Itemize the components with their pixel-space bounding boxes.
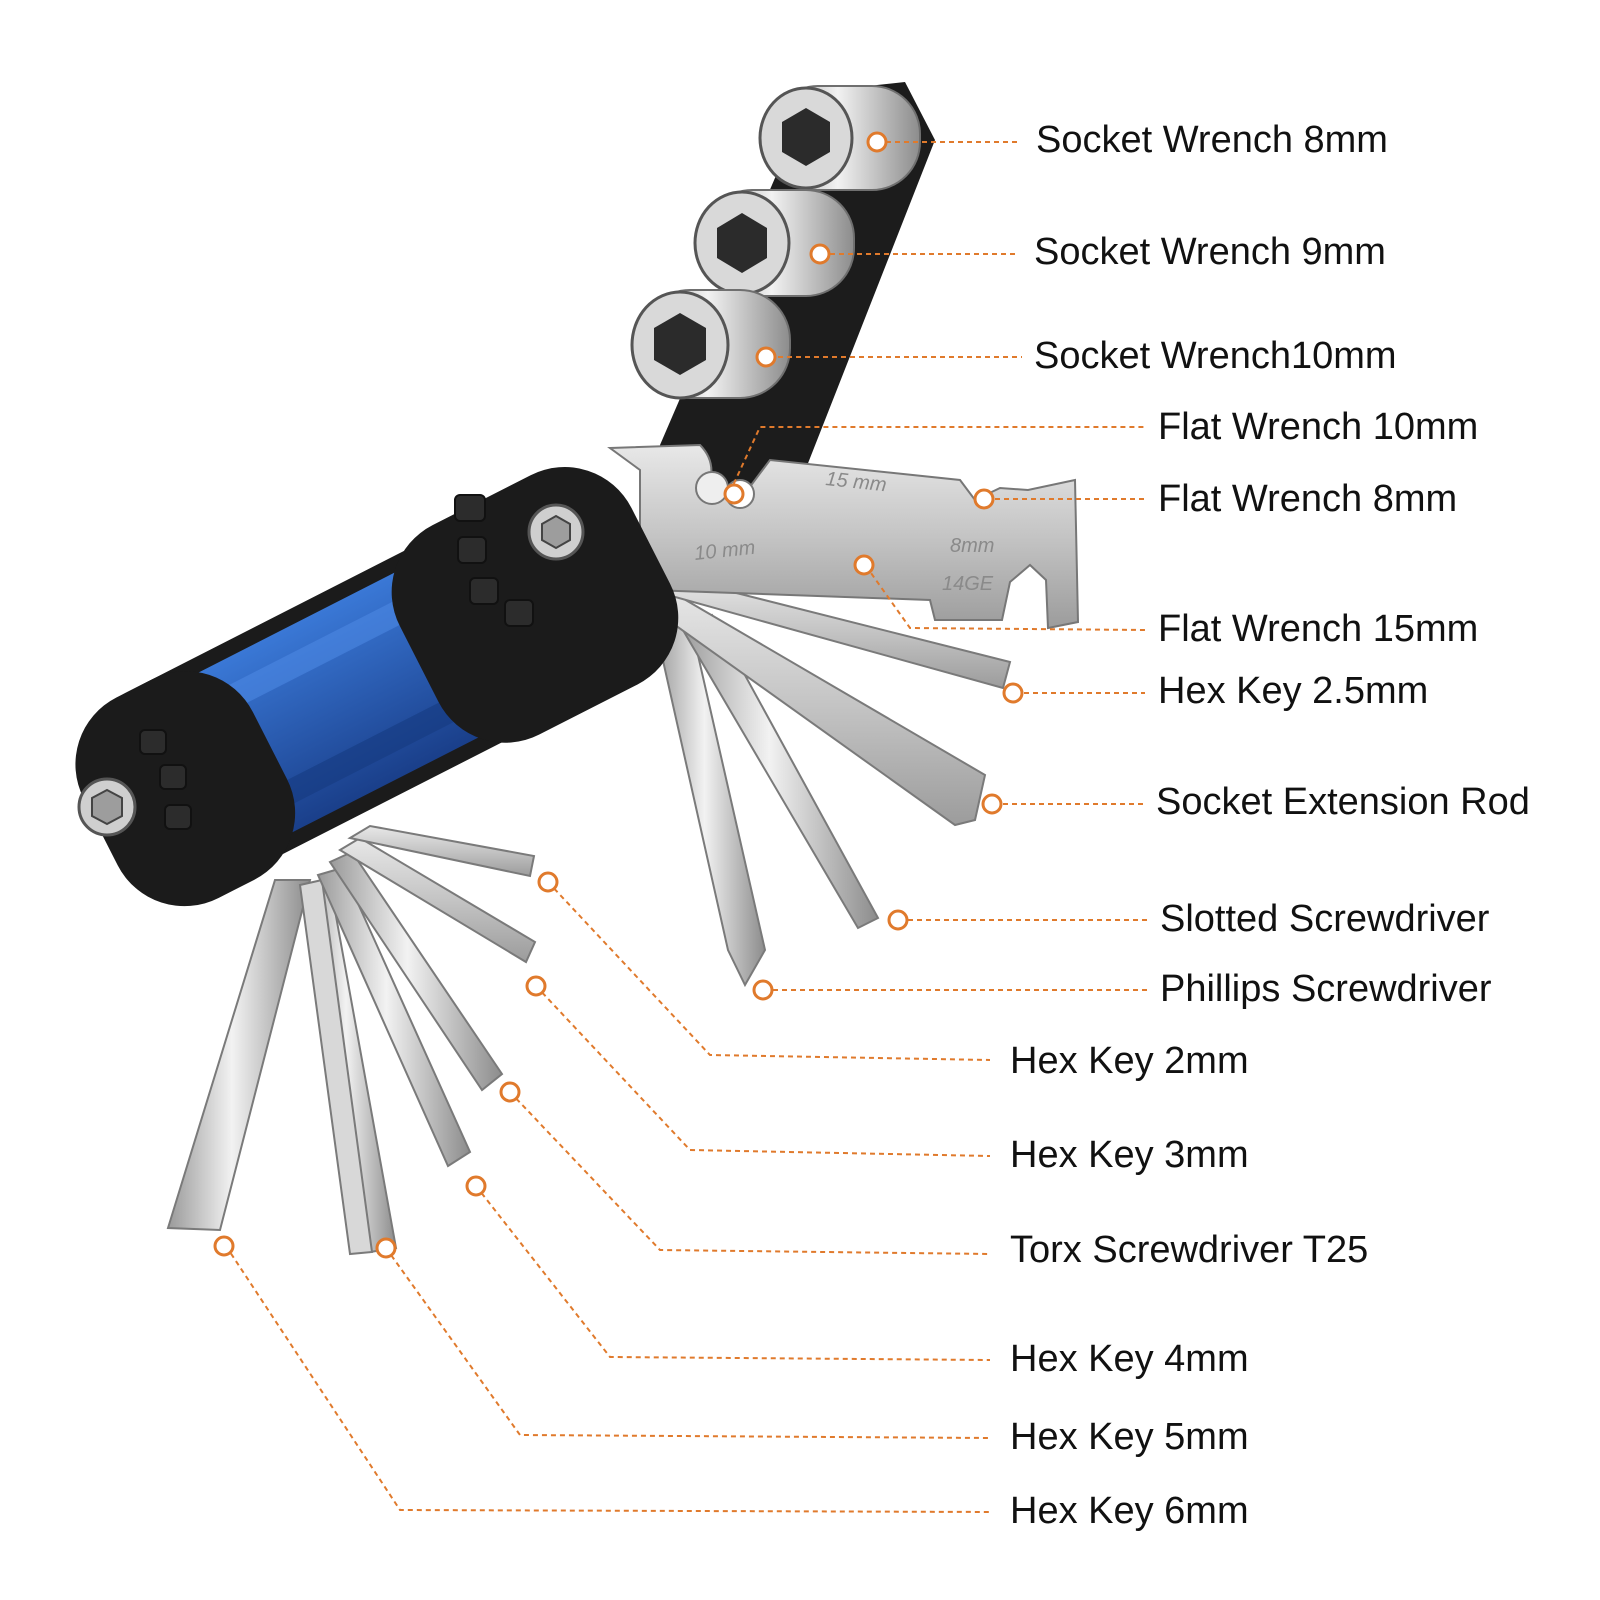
marker-phillips: [752, 979, 774, 1001]
label-hex-key-5mm: Hex Key 5mm: [1010, 1416, 1249, 1458]
marker-hex-2-5mm: [1002, 682, 1024, 704]
marker-flat-15mm: [853, 554, 875, 576]
hex-key-4mm-icon: [298, 878, 374, 1256]
leader-hex-6mm: [225, 1245, 991, 1513]
label-socket-wrench-10mm: Socket Wrench10mm: [1034, 335, 1397, 377]
leader-torx: [509, 1091, 991, 1255]
label-hex-key-3mm: Hex Key 3mm: [1010, 1134, 1249, 1176]
hex-key-3mm-icon: [316, 866, 472, 1168]
marker-socket-9mm: [809, 243, 831, 265]
socket-holder-plate: [660, 82, 935, 560]
callout-markers: [213, 131, 1024, 1259]
hex-key-3mm-arm-icon: [338, 836, 537, 964]
leader-hex-3mm: [535, 985, 991, 1157]
marker-hex-2mm: [537, 871, 559, 893]
leader-flat-15mm: [865, 565, 1146, 631]
label-flat-wrench-15mm: Flat Wrench 15mm: [1158, 608, 1479, 650]
socket-9mm-icon: [693, 189, 855, 297]
label-hex-key-4mm: Hex Key 4mm: [1010, 1338, 1249, 1380]
marker-hex-3mm: [525, 975, 547, 997]
engraving-8mm: 8mm: [950, 535, 994, 557]
leader-hex-4mm: [475, 1185, 991, 1361]
grip-ridges: [139, 494, 534, 830]
label-phillips-screwdriver: Phillips Screwdriver: [1160, 968, 1492, 1010]
leader-lines: [225, 141, 1148, 1513]
marker-hex-5mm: [375, 1237, 397, 1259]
engraving-code: 14GE: [942, 573, 994, 595]
socket-10mm-icon: [630, 289, 791, 400]
marker-slotted: [887, 909, 909, 931]
leader-hex-2mm: [547, 881, 991, 1061]
leader-flat-10mm: [729, 426, 1145, 493]
marker-hex-6mm: [213, 1235, 235, 1257]
label-torx-screwdriver-t25: Torx Screwdriver T25: [1010, 1229, 1369, 1271]
label-hex-key-2-5mm: Hex Key 2.5mm: [1158, 670, 1429, 712]
marker-extension-rod: [981, 793, 1003, 815]
hex-keys-fan: [166, 824, 537, 1256]
marker-flat-8mm: [973, 488, 995, 510]
marker-socket-10mm: [755, 346, 777, 368]
marker-socket-8mm: [866, 131, 888, 153]
label-socket-extension-rod: Socket Extension Rod: [1156, 781, 1530, 823]
label-socket-wrench-8mm: Socket Wrench 8mm: [1036, 119, 1388, 161]
label-hex-key-2mm: Hex Key 2mm: [1010, 1040, 1249, 1082]
label-flat-wrench-10mm: Flat Wrench 10mm: [1158, 406, 1479, 448]
marker-hex-4mm: [465, 1175, 487, 1197]
rear-bolt-icon: [77, 777, 137, 837]
torx-screwdriver-icon: [328, 850, 504, 1092]
socket-8mm-icon: [758, 85, 921, 191]
hex-key-6mm-icon: [166, 879, 312, 1232]
tool-handle: [75, 467, 679, 907]
label-hex-key-6mm: Hex Key 6mm: [1010, 1490, 1249, 1532]
label-socket-wrench-9mm: Socket Wrench 9mm: [1034, 231, 1386, 273]
marker-flat-10mm: [723, 483, 745, 505]
leader-hex-5mm: [385, 1247, 991, 1439]
label-slotted-screwdriver: Slotted Screwdriver: [1160, 898, 1490, 940]
front-bolt-icon: [527, 503, 585, 561]
marker-torx: [499, 1081, 521, 1103]
label-flat-wrench-8mm: Flat Wrench 8mm: [1158, 478, 1458, 520]
hex-key-2mm-icon: [347, 824, 536, 878]
